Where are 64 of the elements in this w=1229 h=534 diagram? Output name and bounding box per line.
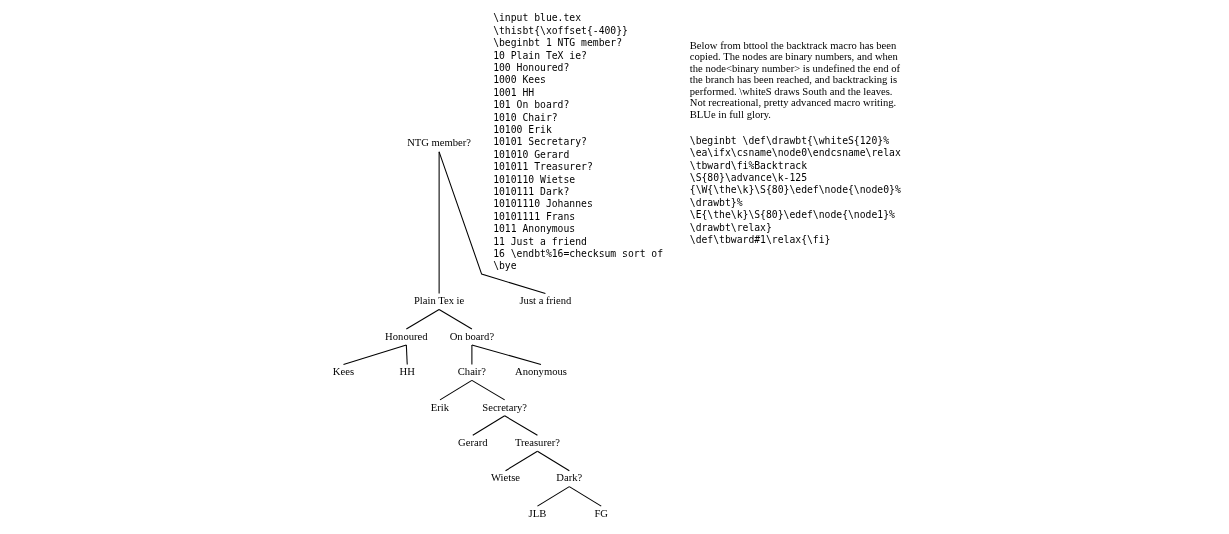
label: 101011 Treasurer?: [493, 161, 593, 173]
label: 1010110 Wietse: [493, 173, 576, 185]
connector: [471, 344, 542, 365]
node-text: Erik: [430, 401, 450, 413]
node-text: NTG member?: [407, 136, 472, 148]
label: 10101111 Frans: [493, 210, 576, 222]
connector: [536, 486, 570, 507]
label: 100 Honoured?: [493, 62, 570, 74]
connector: [505, 450, 538, 472]
connector: [438, 151, 546, 295]
node-text: Just a friend: [519, 295, 572, 307]
connector: [568, 486, 602, 507]
connector: [342, 344, 407, 365]
connector: [439, 379, 473, 401]
label: \beginbt \def\drawbt{\whiteS{120}%: [689, 134, 890, 146]
connector: [536, 450, 570, 472]
label: 1011 Anonymous: [493, 223, 576, 235]
label: \beginbt 1 NTG member?: [493, 37, 623, 49]
node-text: Treasurer?: [514, 437, 560, 449]
node-text: Plain Tex ie: [413, 295, 465, 307]
connector: [438, 309, 473, 330]
label: 101010 Gerard: [493, 148, 570, 160]
label: 1001 HH: [493, 86, 535, 98]
label: 1000 Kees: [493, 74, 546, 86]
label: \input blue.tex: [493, 12, 582, 24]
connector: [504, 415, 538, 436]
node-text: JLB: [528, 507, 547, 519]
node-text: Secretary?: [482, 401, 528, 413]
connector: [472, 415, 506, 436]
label: 10100 Erik: [493, 124, 552, 136]
label: 1010111 Dark?: [493, 186, 570, 198]
connector: [405, 344, 408, 365]
node-text: FG: [594, 507, 608, 519]
label: 1010 Chair?: [493, 111, 558, 123]
connector: [471, 379, 506, 401]
label: \ea\ifx\csname\node0\endcsname\relax: [689, 147, 901, 159]
label: 16 \endbt%16=checksum sort of: [493, 248, 664, 260]
label: 10101110 Johannes: [493, 198, 593, 210]
label: \S{80}\advance\k-125: [689, 171, 808, 183]
label: \bye: [493, 260, 517, 272]
label: \drawbt}%: [689, 196, 743, 208]
label: 11 Just a friend: [493, 235, 587, 247]
node-text: Wietse: [491, 472, 521, 484]
label: \E{\the\k}\S{80}\edef\node{\node1}%: [689, 209, 895, 221]
label: 10 Plain TeX ie?: [493, 49, 587, 61]
label: \def\tbward#1\relax{\fi}: [689, 233, 831, 245]
node-text: Anonymous: [515, 366, 567, 378]
node-text: HH: [399, 366, 415, 378]
node-text: Chair?: [457, 366, 487, 378]
label: {\W{\the\k}\S{80}\edef\node{\node0}%: [689, 184, 901, 196]
node-text: On board?: [449, 330, 495, 342]
label: \drawbt\relax}: [689, 221, 772, 233]
connector: [471, 344, 473, 365]
connector: [405, 309, 440, 330]
label: Below from bttool the backtrack macro has been copied. The nodes are binary numbers, and when the node<binary number> is undefined the end of the branch has been reached, and backtracking is performed. \whiteS draws South and the leaves. Not recreational, pretty advanced macro writing. BLUe in full glory.: [689, 39, 901, 120]
node-text: Dark?: [556, 472, 583, 484]
node-text: Gerard: [458, 437, 488, 449]
label: 101 On board?: [493, 99, 570, 111]
connector: [438, 151, 440, 295]
label: \tbward\fi%Backtrack: [689, 159, 808, 171]
node-text: Kees: [332, 366, 355, 378]
node-text: Honoured: [385, 330, 428, 342]
label: \thisbt{\xoffset{-400}}: [493, 24, 628, 36]
label: 10101 Secretary?: [493, 136, 587, 148]
